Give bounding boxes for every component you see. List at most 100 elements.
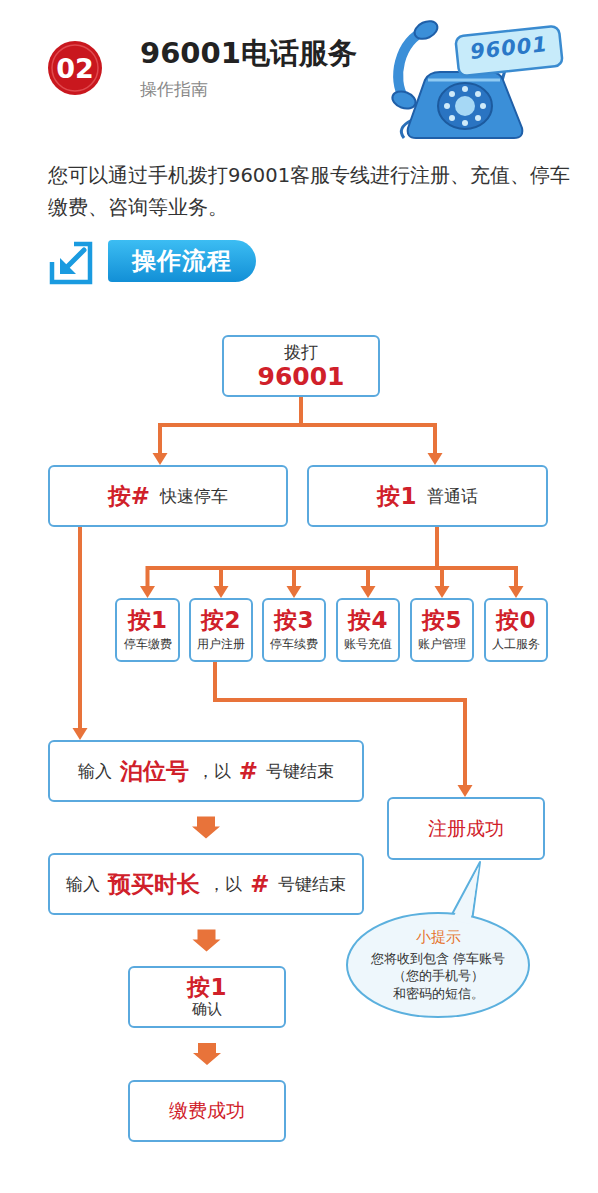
node-text: 输入	[78, 760, 112, 782]
arrow-head	[214, 586, 229, 598]
node-text: 号键结束	[266, 760, 334, 782]
connector-line	[160, 397, 301, 454]
arrow-head	[287, 586, 302, 598]
section-pill: 操作流程	[108, 240, 256, 282]
node-text: 96001	[258, 363, 345, 392]
arrow-head	[153, 453, 168, 465]
arrow-head	[361, 586, 376, 598]
node-text: 预买时长	[108, 871, 200, 897]
option-box: 按2 用户注册	[189, 598, 253, 662]
node-text: 确认	[192, 1000, 222, 1020]
connector	[73, 527, 88, 740]
node-text: 拨打	[284, 341, 318, 363]
arrow-head	[73, 728, 88, 740]
phone-illustration	[380, 15, 580, 145]
node-text: 号键结束	[278, 873, 346, 895]
subtitle: 操作指南	[140, 78, 208, 101]
node-text: 按0	[496, 607, 535, 633]
option-box: 按0 人工服务	[484, 598, 548, 662]
connector-line	[78, 527, 82, 729]
arrow-head	[140, 586, 155, 598]
intro-text: 您可以通过手机拨打96001客服专线进行注册、充值、停车缴费、咨询等业务。	[48, 160, 576, 224]
connector-line	[437, 527, 516, 587]
handset-mouthpiece	[390, 88, 418, 111]
result-box: 注册成功	[387, 797, 545, 860]
result-box: 缴费成功	[128, 1080, 286, 1142]
block-arrow	[193, 1043, 221, 1065]
connector-line	[301, 397, 435, 454]
connector-line	[148, 527, 438, 587]
icon-arrow-shaft	[66, 250, 84, 268]
process-box: 按#快速停车	[48, 465, 288, 527]
title-text: 96001电话服务	[140, 34, 357, 74]
node-text: 您将收到包含 停车账号（您的手机号） 和密码的短信。	[359, 950, 517, 1003]
handset-earpiece	[412, 18, 441, 43]
process-box: 输入预买时长，以#号键结束	[48, 853, 364, 915]
process-box: 拨打96001	[222, 335, 380, 397]
node-text: #	[250, 871, 269, 897]
node-text: 小提示	[416, 928, 461, 947]
process-box: 按1确认	[128, 966, 286, 1028]
arrow-head	[428, 453, 443, 465]
block-arrow	[192, 817, 220, 839]
connector	[140, 527, 437, 598]
option-box: 按3停车续费	[262, 598, 326, 662]
node-text: ，以	[197, 760, 231, 782]
connector	[193, 1043, 221, 1065]
tip-bubble: 小提示您将收到包含 停车账号（您的手机号） 和密码的短信。	[346, 912, 530, 1018]
node-text: 停车续费	[270, 636, 318, 653]
process-box: 输入泊位号 ，以 # 号键结束	[48, 740, 364, 802]
connector-line	[294, 527, 437, 587]
arrow-head	[458, 785, 473, 797]
dial-holes	[444, 86, 486, 126]
connector-line	[368, 527, 437, 587]
connector	[301, 397, 443, 465]
connector-line	[221, 527, 437, 587]
connector	[153, 397, 302, 465]
node-text: 按1	[377, 483, 416, 509]
node-text: 输入	[66, 873, 100, 895]
icon-arrow-head	[60, 258, 76, 274]
icon-frame	[52, 244, 90, 282]
arrow-head	[435, 586, 450, 598]
node-text: 普通话	[427, 485, 478, 507]
node-text: #	[239, 758, 258, 784]
number-sign	[455, 26, 563, 77]
connector	[192, 817, 220, 839]
node-text: 按1	[128, 607, 167, 633]
node-text: 按4	[348, 607, 387, 633]
connector	[437, 527, 524, 598]
phone-handset	[398, 30, 426, 98]
block-arrow	[193, 930, 221, 952]
node-text: 按1	[187, 974, 226, 1000]
bubble-join	[452, 866, 479, 924]
connector	[193, 930, 221, 952]
connector	[287, 527, 438, 598]
node-text: 按2	[201, 607, 240, 633]
node-text: 用户注册	[197, 636, 245, 653]
connector	[214, 527, 438, 598]
node-text: 操作流程	[132, 245, 232, 277]
phone-highlight	[428, 79, 500, 82]
connector	[361, 527, 438, 598]
number-badge: 02	[47, 40, 103, 96]
dial-center	[455, 96, 475, 116]
badge-ring	[52, 45, 98, 91]
node-text: 泊位号	[120, 758, 189, 784]
bubble-ellipse	[347, 913, 529, 1017]
node-text: 账户管理	[418, 636, 466, 653]
node-text: 停车缴费	[124, 636, 172, 653]
option-box: 按1 停车缴费	[115, 598, 180, 662]
section-icon	[48, 238, 96, 288]
node-text: 人工服务	[492, 636, 540, 653]
arrow-head	[509, 586, 524, 598]
node-text: 注册成功	[428, 816, 504, 842]
option-box: 按4账号充值	[336, 598, 400, 662]
phone-dial	[438, 83, 492, 129]
phone-body	[408, 72, 523, 138]
node-text: 快速停车	[160, 485, 228, 507]
node-text: 02	[56, 53, 94, 84]
option-box: 按5 账户管理	[410, 598, 474, 662]
node-text: 按5	[422, 607, 461, 633]
